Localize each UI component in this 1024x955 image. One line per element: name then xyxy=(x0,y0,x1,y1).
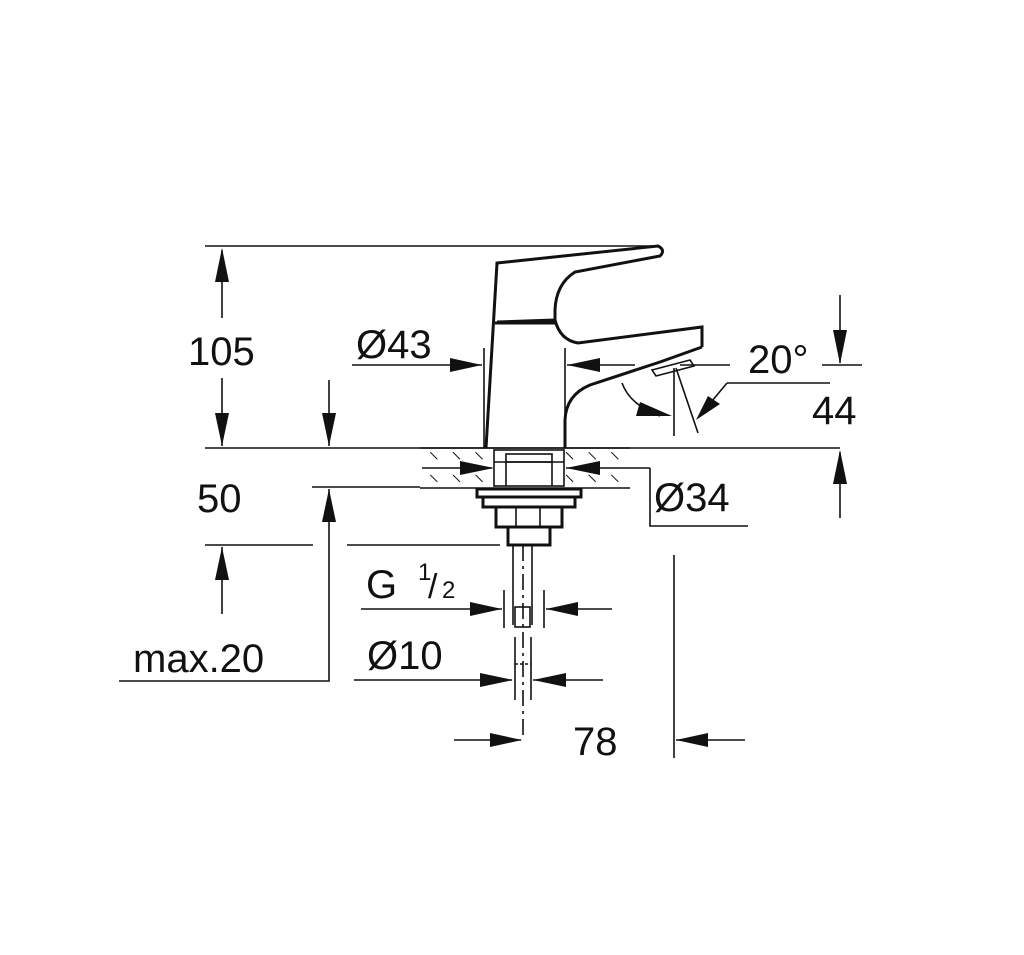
label-base-diameter: Ø34 xyxy=(654,476,730,520)
label-pipe-diameter: Ø10 xyxy=(367,634,443,678)
label-projection: 78 xyxy=(573,720,618,764)
dim-projection: 78 xyxy=(454,555,745,764)
dim-max-deck: max.20 xyxy=(119,489,336,682)
dim-total-height: 105 xyxy=(188,248,255,446)
fixing-set xyxy=(475,449,583,547)
dim-spout-height: 44 xyxy=(812,295,862,518)
label-spout-angle: 20° xyxy=(748,338,809,382)
label-thread-prefix: G xyxy=(366,563,397,607)
faucet-body xyxy=(484,244,704,449)
label-thread-denominator: 2 xyxy=(442,577,455,604)
label-spout-height: 44 xyxy=(812,389,857,433)
label-max-deck: max.20 xyxy=(133,637,264,681)
label-thread-numerator: 1 xyxy=(418,559,431,586)
dim-base-diameter: Ø34 xyxy=(422,461,748,527)
label-thread-slash: / xyxy=(428,568,438,606)
label-total-height: 105 xyxy=(188,330,255,374)
dim-spout-angle: 20° xyxy=(621,338,830,436)
dim-thread: G 1 / 2 xyxy=(361,559,612,628)
label-body-diameter: Ø43 xyxy=(356,323,432,367)
dim-body-diameter: Ø43 xyxy=(352,323,635,448)
dim-deck-arrow xyxy=(322,380,336,446)
supply-pipe xyxy=(512,545,533,740)
deck-section xyxy=(420,447,630,489)
label-shank-length: 50 xyxy=(197,477,242,521)
dim-shank-length: 50 xyxy=(197,477,500,614)
reference-lines xyxy=(205,245,840,449)
dim-pipe-diameter: Ø10 xyxy=(354,634,603,687)
